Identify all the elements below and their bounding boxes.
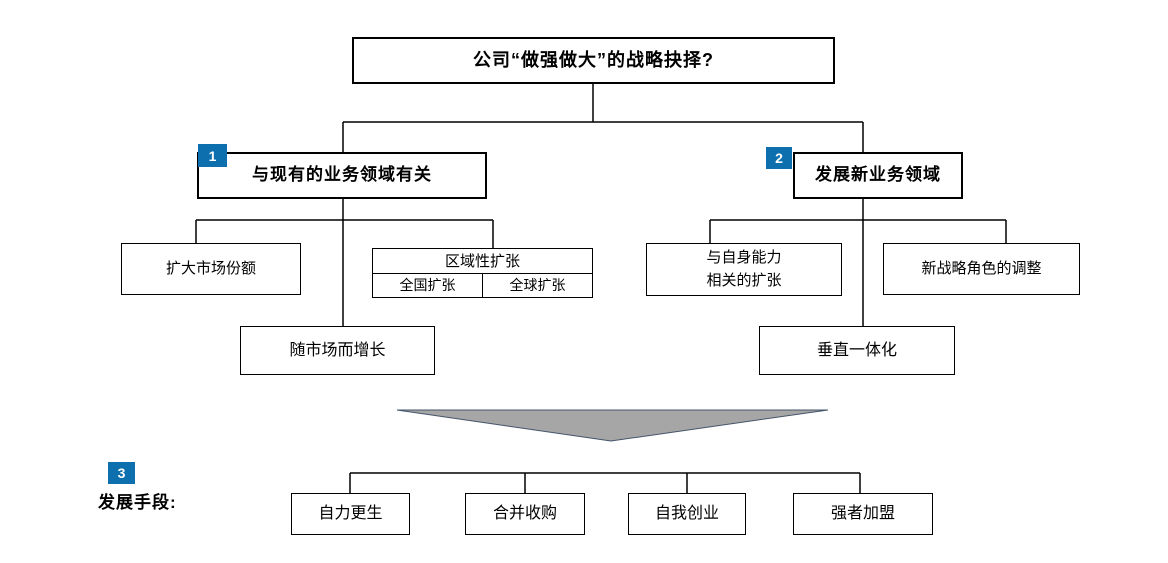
box-vertical-integration: 垂直一体化	[759, 326, 955, 375]
badge-3: 3	[108, 462, 135, 484]
capability-expansion-line1: 与自身能力	[706, 249, 782, 266]
branch-2-label: 发展新业务领域	[815, 165, 941, 185]
cell-global-expansion: 全球扩张	[482, 273, 592, 297]
box-self-startup: 自我创业	[628, 493, 746, 535]
box-new-strategic-role: 新战略角色的调整	[883, 243, 1080, 295]
section-3-label: 发展手段:	[98, 493, 177, 512]
badge-3-number: 3	[117, 465, 126, 481]
box-capability-expansion: 与自身能力 相关的扩张	[646, 243, 842, 296]
box-strong-alliance: 强者加盟	[793, 493, 933, 535]
box-grow-with-market: 随市场而增长	[240, 326, 435, 375]
badge-2-number: 2	[775, 150, 783, 166]
box-merger-acquisition: 合并收购	[465, 493, 585, 535]
merger-acquisition-label: 合并收购	[492, 505, 557, 523]
title-box: 公司“做强做大”的战略抉择?	[352, 37, 835, 84]
self-startup-label: 自我创业	[654, 505, 719, 523]
box-self-reliance: 自力更生	[291, 493, 410, 535]
vertical-integration-label: 垂直一体化	[816, 341, 897, 359]
new-strategic-role-label: 新战略角色的调整	[921, 259, 1042, 277]
cell-national-expansion: 全国扩张	[399, 277, 456, 294]
capability-expansion-line2: 相关的扩张	[706, 271, 782, 289]
badge-2: 2	[766, 147, 792, 169]
badge-1-number: 1	[208, 147, 217, 164]
regional-expansion-header: 区域性扩张	[373, 249, 592, 274]
table-regional-expansion: 区域性扩张 全国扩张 全球扩张	[372, 248, 593, 298]
expand-market-share-label: 扩大市场份额	[165, 259, 256, 277]
down-arrow	[396, 409, 829, 442]
branch-2-box: 发展新业务领域	[793, 152, 963, 199]
badge-1: 1	[198, 144, 227, 167]
diagram-title: 公司“做强做大”的战略抉择?	[473, 50, 714, 71]
strong-alliance-label: 强者加盟	[830, 505, 895, 523]
grow-with-market-label: 随市场而增长	[289, 341, 386, 359]
branch-1-box: 与现有的业务领域有关	[197, 152, 487, 199]
regional-expansion-cells: 全国扩张 全球扩张	[373, 273, 592, 297]
self-reliance-label: 自力更生	[318, 505, 383, 523]
box-expand-market-share: 扩大市场份额	[121, 243, 301, 295]
branch-1-label: 与现有的业务领域有关	[252, 165, 432, 185]
